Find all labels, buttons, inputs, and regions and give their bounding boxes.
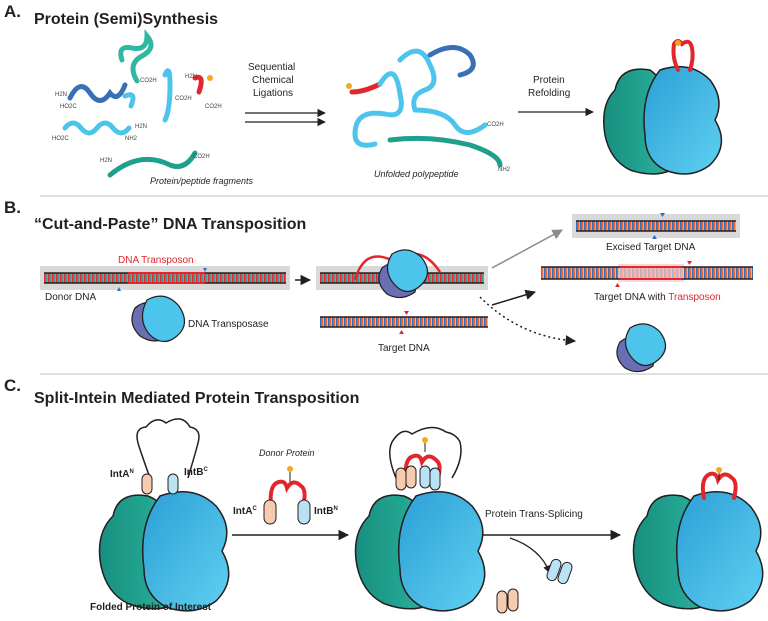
chem-ho2c-1: HO2C <box>60 104 77 110</box>
donor-dna-label: Donor DNA <box>45 292 96 303</box>
target-with-transposon-label: Target DNA with Transposon <box>594 292 721 303</box>
step2-line2: Refolding <box>528 88 570 99</box>
inta-c-domain <box>263 499 277 525</box>
chem-co2h-5: CO2H <box>487 122 504 128</box>
released-transposase <box>616 323 667 373</box>
target-with-prefix: Target DNA with <box>594 292 668 303</box>
complex-transposase <box>378 249 429 299</box>
step1-line2: Chemical <box>252 75 294 86</box>
target-dna-rungs <box>320 317 488 327</box>
fragment-red <box>192 74 204 95</box>
target-site-marker-bottom <box>399 330 404 334</box>
inta-c-label: IntAC <box>233 506 257 517</box>
folded-protein-a <box>603 39 723 175</box>
panel-b-title: “Cut-and-Paste” DNA Transposition <box>34 216 306 233</box>
chem-nh2-2: NH2 <box>498 167 511 173</box>
arrow-to-released-transposase <box>479 296 577 346</box>
intb-n-sup: N <box>333 506 337 512</box>
chem-h2n-4: H2N <box>100 158 112 164</box>
intb-n-label: IntBN <box>314 506 338 517</box>
fragment-teal-long <box>107 150 198 178</box>
arrow-to-target-with-transposon <box>491 289 537 306</box>
intb-c-domain <box>167 473 179 495</box>
fragment-light-vertical <box>162 68 173 123</box>
intb-n-text: IntB <box>314 506 333 517</box>
donor-site-marker-bottom <box>117 287 121 291</box>
inta-n-domain <box>141 473 153 495</box>
inta-n-text: IntA <box>110 469 129 480</box>
target-with-highlight: Transposon <box>668 292 720 303</box>
panel-b: B. “Cut-and-Paste” DNA Transposition DNA… <box>4 198 768 375</box>
excised-dna-rungs <box>576 221 736 231</box>
chem-h2n-1: H2N <box>55 92 67 98</box>
intb-c-label: IntBC <box>184 467 208 478</box>
chem-nh2-1: NH2 <box>125 136 138 142</box>
fragment-light-small <box>122 92 136 109</box>
peptide-fragments <box>62 29 204 178</box>
folded-caption: Folded Protein of Interest <box>90 602 212 613</box>
dna-transposase <box>131 295 186 343</box>
splicing-label: Protein Trans-Splicing <box>485 509 583 520</box>
chem-labels: H2N HO2C CO2H H2N CO2H CO2H H2N HO2C NH2… <box>52 74 222 164</box>
target-site-marker-top <box>404 311 409 315</box>
inta-c-text: IntA <box>233 506 252 517</box>
excised-dna-label: Excised Target DNA <box>606 242 696 253</box>
chem-co2h-4: CO2H <box>193 154 210 160</box>
chem-co2h-3: CO2H <box>175 96 192 102</box>
target-dna-label: Target DNA <box>378 343 430 354</box>
intein-linker-loop <box>136 418 200 479</box>
transposase-label: DNA Transposase <box>188 319 269 330</box>
final-protein <box>632 467 764 612</box>
panel-a-title: Protein (Semi)Synthesis <box>34 11 218 28</box>
fragment-light-wavy <box>62 120 132 136</box>
unfolded-caption: Unfolded polypeptide <box>374 169 459 179</box>
fragment-teal-small <box>118 29 154 84</box>
assembled-protein <box>354 491 486 612</box>
arrow-byproduct <box>509 537 552 574</box>
donor-protein <box>263 466 311 525</box>
intb-c-sup: C <box>203 467 208 473</box>
intb-c-text: IntB <box>184 467 203 478</box>
inta-n-label: IntAN <box>110 469 134 480</box>
panel-c: C. Split-Intein Mediated Protein Transpo… <box>4 376 764 614</box>
fragments-caption: Protein/peptide fragments <box>150 176 254 186</box>
intb-n-domain <box>297 499 311 525</box>
donor-protein-label: Donor Protein <box>259 448 315 458</box>
unfolded-tag-dot <box>346 83 352 89</box>
chem-co2h-1: CO2H <box>140 78 157 84</box>
arrow-to-excised <box>491 229 563 269</box>
donor-dna-rungs <box>44 273 286 283</box>
step1-line1: Sequential <box>248 62 295 73</box>
panel-c-letter: C. <box>4 376 21 395</box>
folded-protein-of-interest <box>98 491 230 612</box>
chem-h2n-3: H2N <box>135 124 147 130</box>
fragment-tag-dot <box>207 75 213 81</box>
chem-h2n-2: H2N <box>185 74 197 80</box>
inta-n-sup: N <box>129 469 133 475</box>
inserted-transposon-highlight <box>618 264 684 282</box>
step1-line3: Ligations <box>253 88 293 99</box>
inta-c-sup: C <box>252 506 257 512</box>
unfolded-polypeptide <box>349 45 503 168</box>
assembled-linker-loop <box>389 426 462 479</box>
chem-co2h-2: CO2H <box>205 104 222 110</box>
panel-b-letter: B. <box>4 198 21 217</box>
assembled-donor-chain <box>403 453 442 480</box>
chem-ho2c-2: HO2C <box>52 136 69 142</box>
panel-c-title: Split-Intein Mediated Protein Transposit… <box>34 390 359 407</box>
step2-line1: Protein <box>533 75 565 86</box>
spliced-intein-byproduct <box>496 558 573 614</box>
transposon-label: DNA Transposon <box>118 255 194 266</box>
fragment-blue <box>67 82 128 103</box>
donor-site-marker-top <box>203 268 207 272</box>
panel-a: A. Protein (Semi)Synthesis H2N HO2C CO2H… <box>4 2 768 197</box>
panel-a-letter: A. <box>4 2 21 21</box>
